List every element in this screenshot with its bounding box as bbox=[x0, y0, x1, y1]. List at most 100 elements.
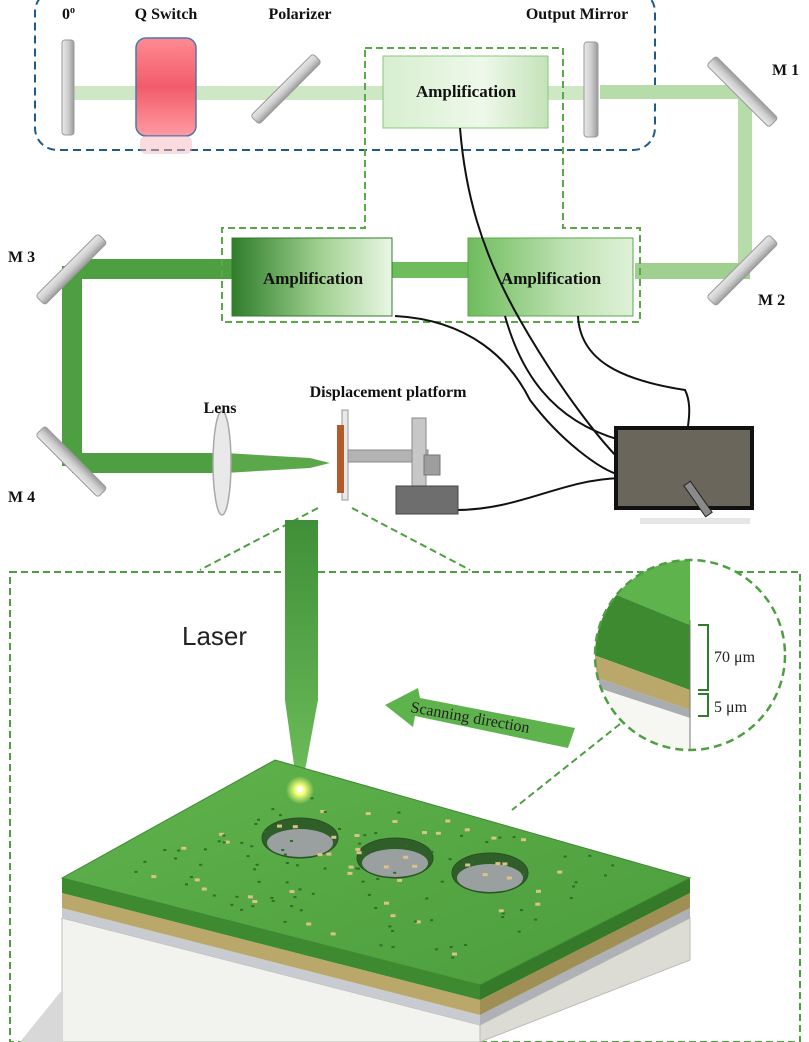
debris-particle bbox=[255, 863, 259, 866]
tan-layer-right bbox=[480, 893, 690, 1015]
beam-between-amps bbox=[390, 262, 470, 278]
debris-particle bbox=[534, 918, 538, 921]
debris-particle bbox=[501, 916, 505, 919]
debris-particle bbox=[393, 871, 397, 874]
debris-particle bbox=[323, 867, 327, 870]
focusing-lens bbox=[212, 410, 232, 516]
debris-particle bbox=[445, 819, 451, 823]
cable-platform bbox=[455, 477, 621, 511]
debris-particle bbox=[358, 842, 362, 845]
debris-particle bbox=[185, 883, 188, 886]
debris-particle bbox=[151, 875, 157, 879]
beam-amp-to-m3 bbox=[72, 259, 232, 279]
debris-particle bbox=[498, 836, 502, 839]
amplifier-cavity bbox=[382, 55, 549, 129]
output-mirror-label: Output Mirror bbox=[526, 6, 628, 23]
debris-particle bbox=[320, 810, 326, 813]
beam-to-m1 bbox=[600, 85, 745, 99]
output-mirror bbox=[583, 41, 599, 138]
debris-particle bbox=[271, 808, 275, 811]
debris-particle bbox=[512, 836, 516, 839]
debris-particle bbox=[449, 946, 453, 948]
debris-particle bbox=[521, 873, 525, 875]
polarizer-label: Polarizer bbox=[268, 6, 331, 23]
debris-particle bbox=[520, 909, 523, 912]
amplifier-right-label: Amplification bbox=[501, 269, 602, 288]
hole-1-inner bbox=[267, 829, 333, 857]
debris-particle bbox=[405, 844, 409, 847]
amplifier-group-outline bbox=[221, 47, 641, 323]
lens-label: Lens bbox=[204, 400, 237, 417]
q-switch-label: Q Switch bbox=[135, 6, 198, 23]
debris-particle bbox=[285, 881, 289, 884]
debris-particle bbox=[376, 877, 380, 880]
ablated-holes bbox=[261, 817, 529, 894]
debris-particle bbox=[397, 811, 401, 814]
laser-label: Laser bbox=[182, 621, 247, 651]
debris-particle bbox=[194, 878, 200, 882]
debris-particle bbox=[354, 834, 360, 837]
metal-layer-front bbox=[62, 908, 480, 1025]
debris-particle bbox=[277, 824, 282, 828]
beam-m3-to-m4 bbox=[62, 266, 82, 466]
debris-particle bbox=[574, 881, 578, 884]
debris-particle bbox=[557, 870, 563, 874]
debris-particle bbox=[485, 841, 489, 843]
debris-particle bbox=[326, 852, 332, 856]
debris-particles bbox=[134, 797, 615, 959]
debris-particle bbox=[451, 956, 455, 959]
debris-particle bbox=[270, 897, 274, 899]
scanning-direction-label: Scanning direction bbox=[409, 699, 531, 737]
zoom-line-left bbox=[199, 507, 319, 571]
debris-particle bbox=[317, 853, 323, 857]
debris-particle bbox=[611, 864, 615, 867]
debris-particle bbox=[495, 862, 501, 866]
debris-particle bbox=[257, 880, 261, 883]
debris-particle bbox=[588, 854, 592, 857]
debris-particle bbox=[347, 871, 353, 875]
substrate-right bbox=[479, 917, 691, 1042]
debris-particle bbox=[367, 893, 371, 896]
debris-particle bbox=[361, 853, 365, 856]
debris-particle bbox=[521, 838, 526, 842]
debris-particle bbox=[536, 889, 541, 893]
q-switch bbox=[135, 37, 197, 137]
green-layer-front bbox=[62, 878, 480, 1000]
debris-particle bbox=[290, 905, 294, 908]
mirror-m1 bbox=[707, 56, 778, 127]
q-switch-reflection bbox=[140, 136, 192, 154]
debris-particle bbox=[348, 865, 354, 869]
debris-particle bbox=[374, 832, 378, 835]
debris-particle bbox=[430, 850, 434, 853]
beam-m4-to-lens bbox=[72, 453, 222, 473]
debris-particle bbox=[311, 892, 315, 895]
polarizer bbox=[251, 54, 321, 124]
debris-particle bbox=[604, 874, 607, 877]
debris-particle bbox=[174, 857, 177, 860]
sample-block bbox=[20, 759, 692, 1042]
cross-section-inset bbox=[511, 558, 787, 811]
amplifier-right bbox=[467, 237, 634, 317]
debris-particle bbox=[563, 855, 567, 858]
zero-degree-label: 0o bbox=[62, 5, 75, 23]
metal-layer-right bbox=[480, 908, 690, 1025]
debris-particle bbox=[572, 885, 575, 888]
debris-particle bbox=[374, 907, 378, 910]
debris-particle bbox=[296, 864, 299, 867]
debris-particle bbox=[203, 848, 207, 851]
debris-particle bbox=[189, 876, 193, 879]
m1-label: M 1 bbox=[772, 62, 799, 79]
debris-particle bbox=[290, 840, 293, 842]
cable-left-amp bbox=[394, 315, 621, 476]
debris-particle bbox=[299, 909, 303, 912]
debris-particle bbox=[212, 894, 216, 897]
debris-particle bbox=[199, 863, 203, 866]
sample-holder bbox=[337, 425, 344, 493]
amplifier-left-label: Amplification bbox=[263, 269, 364, 288]
amplifier-left bbox=[231, 237, 393, 317]
hole-2-inner bbox=[362, 849, 428, 877]
controller-stand bbox=[683, 480, 713, 518]
debris-particle bbox=[506, 876, 512, 880]
debris-particle bbox=[279, 814, 282, 817]
beam-m2-to-amp bbox=[635, 263, 750, 279]
